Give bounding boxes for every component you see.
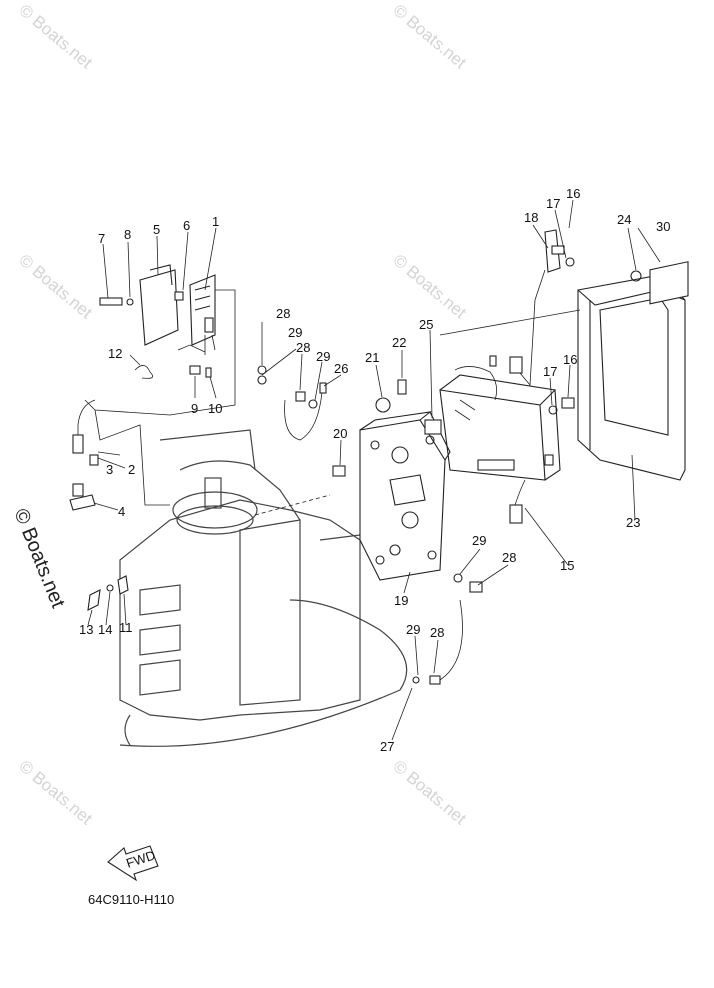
watermark-text: © Boats.net <box>389 1 470 73</box>
callout-7: 7 <box>98 231 105 246</box>
watermark-text: © Boats.net <box>15 1 96 73</box>
callout-labels: 1 2 3 4 5 6 7 8 9 10 11 12 13 14 15 16 1… <box>79 186 670 754</box>
callout-17a: 17 <box>546 196 560 211</box>
callout-30: 30 <box>656 219 670 234</box>
electrical-cover <box>577 274 686 481</box>
diagram-code: 64C9110-H110 <box>88 892 174 907</box>
watermark-text: © Boats.net <box>389 757 470 829</box>
watermark-text: © Boats.net <box>15 757 96 829</box>
callout-11: 11 <box>119 620 133 635</box>
callout-16b: 16 <box>563 352 577 367</box>
callout-9: 9 <box>191 401 198 416</box>
callout-28b: 28 <box>296 340 310 355</box>
callout-1: 1 <box>212 214 219 229</box>
callout-10: 10 <box>208 401 222 416</box>
ignition-plate <box>359 411 451 581</box>
callout-20: 20 <box>333 426 347 441</box>
fwd-arrow: FWD <box>107 845 159 882</box>
callout-28d: 28 <box>430 625 444 640</box>
callout-29a: 29 <box>288 325 302 340</box>
callout-28c: 28 <box>502 550 516 565</box>
callout-3: 3 <box>106 462 113 477</box>
callout-25: 25 <box>419 317 433 332</box>
callout-29d: 29 <box>406 622 420 637</box>
callout-22: 22 <box>392 335 406 350</box>
callout-19: 19 <box>394 593 408 608</box>
watermark-text: © Boats.net <box>15 251 96 323</box>
callout-17b: 17 <box>543 364 557 379</box>
callout-21: 21 <box>365 350 379 365</box>
callout-5: 5 <box>153 222 160 237</box>
callout-4: 4 <box>118 504 125 519</box>
callout-12: 12 <box>108 346 122 361</box>
callout-13: 13 <box>79 622 93 637</box>
callout-26: 26 <box>334 361 348 376</box>
callout-15: 15 <box>560 558 574 573</box>
callout-16a: 16 <box>566 186 580 201</box>
label-plate <box>649 261 689 305</box>
callout-23: 23 <box>626 515 640 530</box>
callout-14: 14 <box>98 622 112 637</box>
watermark-side-text: © Boats.net <box>9 506 69 612</box>
watermark-text: © Boats.net <box>389 251 470 323</box>
callout-29b: 29 <box>316 349 330 364</box>
callout-8: 8 <box>124 227 131 242</box>
top-bracket-parts <box>84 264 236 416</box>
callout-28a: 28 <box>276 306 290 321</box>
engine-outline <box>119 429 408 747</box>
callout-24: 24 <box>617 212 631 227</box>
cdi-unit <box>439 374 561 524</box>
callout-18: 18 <box>524 210 538 225</box>
callout-29c: 29 <box>472 533 486 548</box>
hardware <box>69 229 642 685</box>
callout-6: 6 <box>183 218 190 233</box>
callout-2: 2 <box>128 462 135 477</box>
leader-lines <box>87 199 661 741</box>
callout-27: 27 <box>380 739 394 754</box>
